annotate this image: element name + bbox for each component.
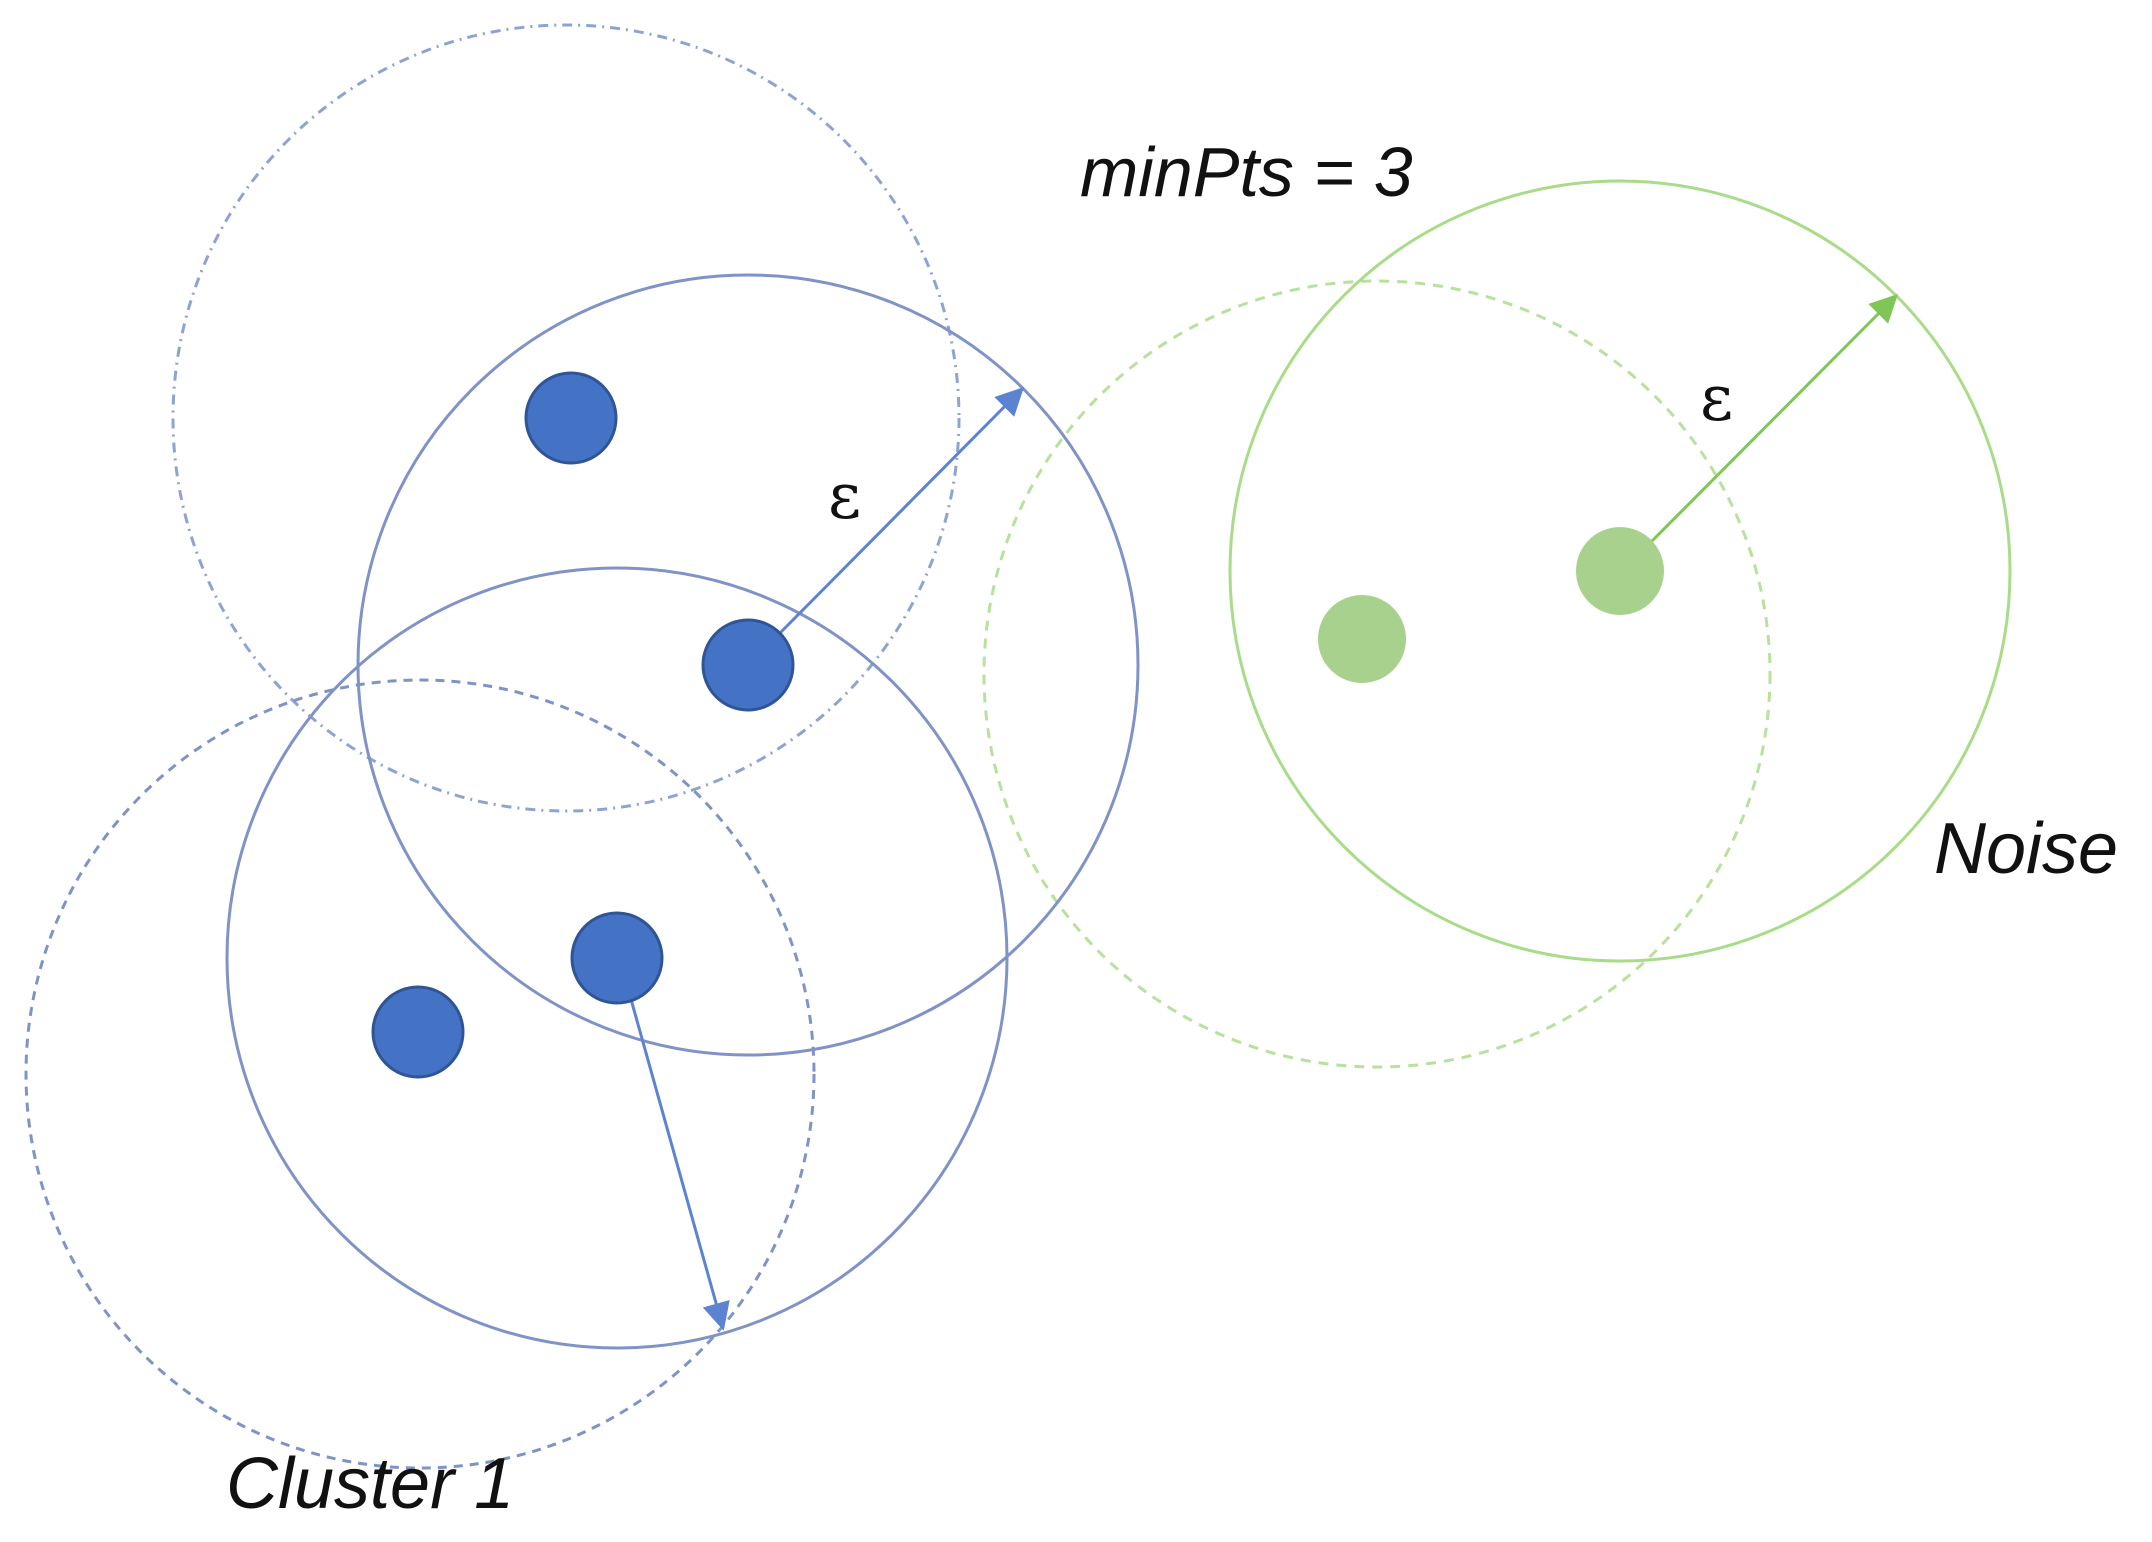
cluster-point-4 xyxy=(371,985,465,1079)
cluster-label: Cluster 1 xyxy=(226,1444,514,1524)
epsilon-label-green: ε xyxy=(1700,362,1733,436)
epsilon-arrow-green xyxy=(1648,294,1898,545)
epsilon-label-blue: ε xyxy=(828,460,861,534)
noise-point-1 xyxy=(1576,527,1664,615)
min-pts-label: minPts = 3 xyxy=(1080,133,1413,211)
solid-circle-green xyxy=(1228,179,2012,963)
noise-point-2 xyxy=(1318,595,1406,683)
dashed-circle-green xyxy=(982,279,1772,1069)
epsilon-arrow-blue-upper xyxy=(778,387,1024,635)
solid-circle-blue-lower xyxy=(225,566,1009,1350)
dashed-circle-bottom-left xyxy=(24,678,816,1470)
noise-label: Noise xyxy=(1934,809,2118,889)
cluster-point-2 xyxy=(701,618,795,712)
cluster-point-3 xyxy=(570,911,664,1005)
dashed-circle-top-left xyxy=(171,23,961,813)
cluster-point-1 xyxy=(524,371,618,465)
epsilon-arrow-blue-lower xyxy=(618,959,730,1331)
